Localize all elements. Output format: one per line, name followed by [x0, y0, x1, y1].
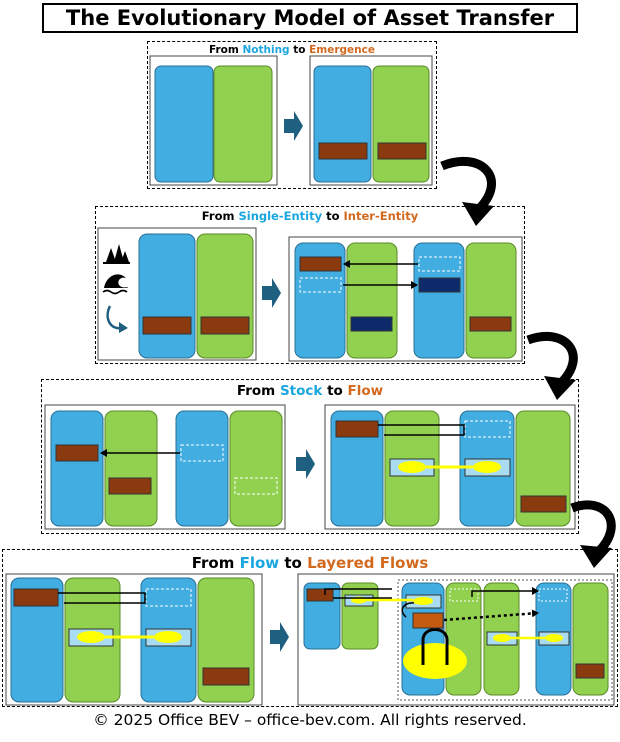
curved-arrow-icon — [526, 331, 578, 388]
asset-block — [55, 444, 99, 462]
curved-arrow-icon — [440, 156, 496, 214]
entity-blue — [313, 65, 372, 183]
curved-arrow-icon — [570, 500, 616, 556]
flow-token — [398, 461, 426, 473]
panel-after — [324, 404, 576, 530]
entity-green — [104, 410, 158, 527]
panel-after — [288, 236, 523, 362]
panel-before — [149, 55, 278, 186]
panel-before — [44, 404, 286, 530]
asset-block — [200, 316, 250, 335]
entity-green — [213, 65, 273, 183]
step-arrow-icon — [270, 622, 289, 652]
entity-green — [196, 233, 254, 359]
layered-container — [397, 579, 613, 701]
orange-asset-block — [412, 612, 444, 629]
entity-blue — [175, 410, 229, 527]
asset-block — [13, 588, 59, 607]
asset-block — [108, 477, 152, 495]
transfer-arrow — [471, 587, 539, 597]
dotted-transfer-arrow — [443, 609, 539, 622]
entity-blue — [50, 410, 104, 527]
entity-blue — [10, 577, 64, 703]
asset-placeholder — [449, 588, 479, 602]
step-arrow-icon — [284, 111, 303, 141]
asset-block — [377, 142, 427, 160]
flow-token — [154, 631, 182, 643]
asset-placeholder — [234, 477, 278, 495]
section-title: From Stock to Flow — [236, 383, 384, 399]
step-arrow-icon — [296, 449, 315, 479]
flow-token — [493, 634, 511, 642]
asset-placeholder — [299, 277, 342, 293]
entity-green — [445, 582, 482, 696]
asset-block — [142, 316, 192, 335]
asset-block-navy — [418, 277, 461, 293]
asset-block — [306, 588, 334, 602]
entity-green — [372, 65, 430, 183]
asset-placeholder — [464, 420, 511, 438]
section-flow-to-layered-flows: From Flow to Layered Flows — [2, 549, 618, 707]
flow-token — [473, 461, 501, 473]
cycle-arrow-icon — [106, 305, 128, 333]
entity-green — [229, 410, 283, 527]
entity-green — [341, 582, 379, 650]
panel-after — [297, 573, 615, 706]
entity-blue — [138, 233, 196, 359]
entity-blue — [154, 65, 214, 183]
asset-placeholder — [145, 588, 192, 607]
asset-block — [318, 142, 368, 160]
entity-blue — [330, 410, 384, 527]
copyright-footer: © 2025 Office BEV – office-bev.com. All … — [93, 711, 527, 729]
asset-placeholder — [180, 444, 224, 462]
section-single-to-inter-entity: From Single-Entity to Inter-Entity — [95, 206, 525, 364]
step-arrow-icon — [262, 278, 281, 308]
asset-block — [469, 316, 512, 332]
section-nothing-to-emergence: From Nothing to Emergence — [147, 41, 437, 189]
page-title: The Evolutionary Model of Asset Transfer — [42, 3, 578, 33]
loop-transfer-arrow — [401, 602, 415, 618]
panel-before — [5, 573, 263, 706]
asset-placeholder — [538, 588, 568, 602]
trees-icon — [103, 244, 130, 264]
asset-block — [575, 663, 605, 679]
loop-transfer-arrow — [324, 588, 392, 599]
entity-green — [346, 242, 398, 359]
entity-green — [465, 242, 517, 359]
flow-token — [77, 631, 105, 643]
loop-transfer-arrow — [421, 628, 449, 665]
panel-after — [309, 55, 433, 186]
asset-block — [520, 495, 567, 513]
flow-token — [545, 634, 563, 642]
asset-block — [202, 667, 250, 686]
entity-blue — [294, 242, 346, 359]
section-title: From Nothing to Emergence — [208, 44, 375, 56]
asset-block-navy — [350, 316, 393, 332]
section-title: From Flow to Layered Flows — [191, 554, 429, 572]
loop-transfer-arrow — [378, 424, 465, 436]
asset-placeholder — [418, 256, 461, 272]
wave-icon — [102, 274, 128, 295]
asset-block — [299, 256, 342, 272]
panel-before — [97, 227, 257, 361]
section-title: From Single-Entity to Inter-Entity — [201, 209, 419, 223]
entity-blue — [413, 242, 465, 359]
section-stock-to-flow: From Stock to Flow — [41, 379, 579, 534]
asset-block — [335, 420, 379, 438]
loop-transfer-arrow — [58, 592, 146, 604]
flow-token — [413, 597, 433, 605]
flow-pool — [403, 643, 467, 679]
